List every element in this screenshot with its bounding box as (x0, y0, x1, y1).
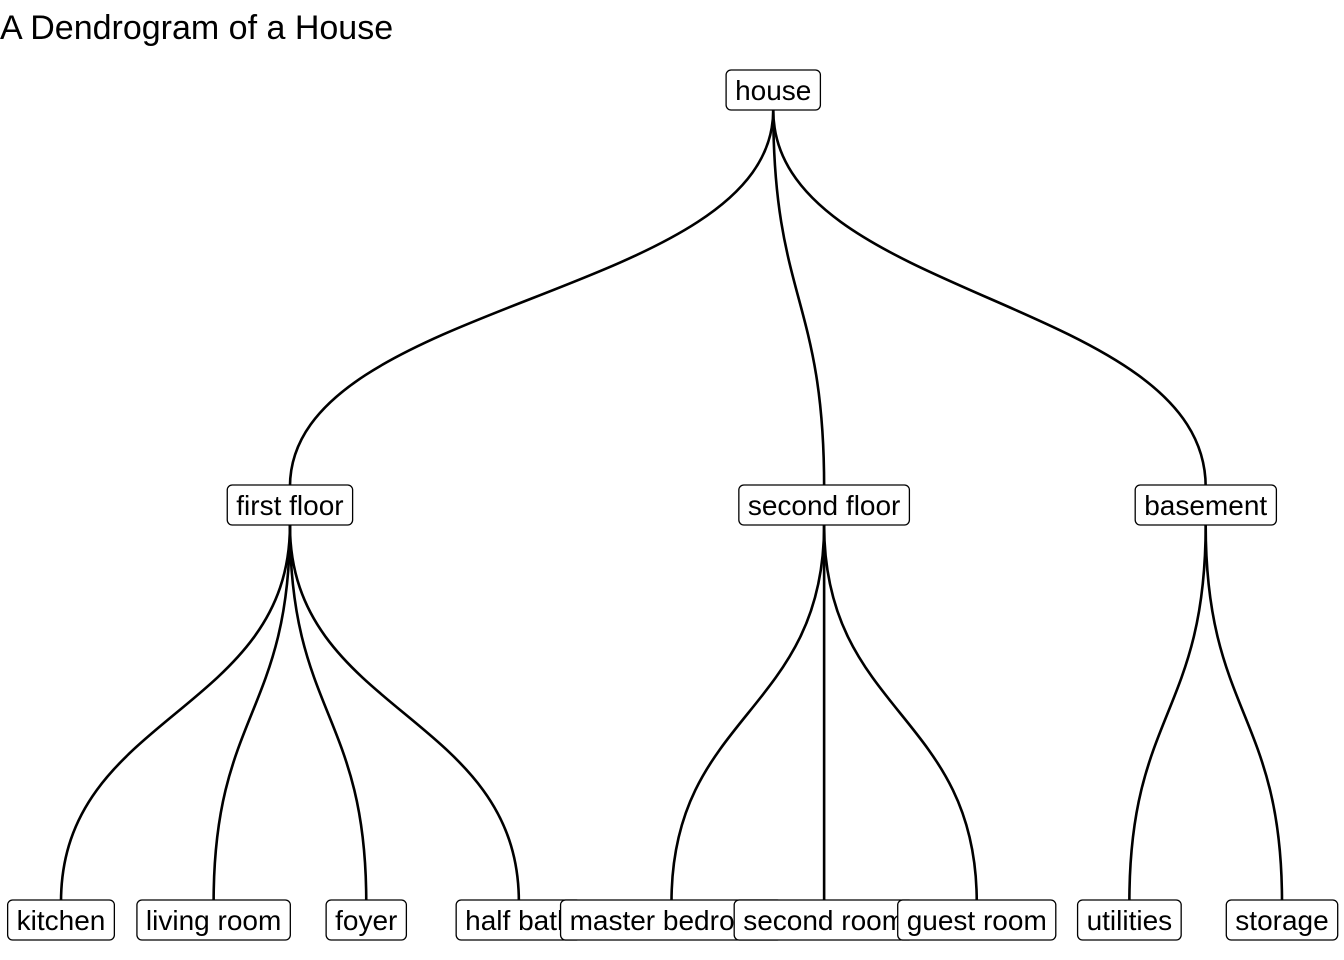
link-second-floor-to-guest-room (822, 524, 979, 903)
node-label-box (1134, 484, 1278, 526)
link-first-floor-to-foyer (288, 524, 368, 903)
link-first-floor-to-living-room (212, 524, 292, 903)
node-label-box (226, 484, 354, 526)
node-label-box (897, 899, 1057, 941)
node-label: foyer (335, 905, 397, 936)
node-guest-room: guest room (897, 899, 1057, 941)
dendrogram-labels: house first floor second floor basement kitc… (6, 69, 1339, 941)
dendrogram-links (59, 109, 1284, 903)
node-label: kitchen (17, 905, 106, 936)
node-label: storage (1235, 905, 1328, 936)
node-label-box (325, 899, 408, 941)
link-first-floor-to-kitchen (59, 524, 292, 903)
node-kitchen: kitchen (6, 899, 116, 941)
node-basement: basement (1134, 484, 1278, 526)
node-label: half bath (465, 905, 572, 936)
node-first-floor: first floor (226, 484, 354, 526)
link-house-to-first-floor (288, 109, 775, 488)
node-house: house (725, 69, 822, 111)
node-label-box (1225, 899, 1339, 941)
node-label: second floor (748, 490, 901, 521)
node-label: second room (743, 905, 905, 936)
node-living-room: living room (136, 899, 291, 941)
node-label: living room (146, 905, 281, 936)
link-first-floor-to-half-bath (288, 524, 521, 903)
link-second-floor-to-master-bedroom (670, 524, 826, 903)
node-label-box (136, 899, 291, 941)
link-basement-to-storage (1204, 524, 1284, 903)
link-house-to-second-floor (771, 109, 826, 488)
diagram-title: A Dendrogram of a House (0, 9, 394, 47)
node-label: utilities (1087, 905, 1173, 936)
node-label: house (735, 75, 811, 106)
node-second-room: second room (733, 899, 915, 941)
node-label-box (1076, 899, 1182, 941)
node-half-bath: half bath (455, 899, 583, 941)
node-label: guest room (907, 905, 1047, 936)
link-house-to-basement (771, 109, 1207, 488)
node-storage: storage (1225, 899, 1339, 941)
node-second-floor: second floor (738, 484, 911, 526)
node-label-box (6, 899, 116, 941)
node-utilities: utilities (1076, 899, 1182, 941)
node-label: basement (1144, 490, 1267, 521)
link-basement-to-utilities (1128, 524, 1207, 903)
node-label-box (725, 69, 822, 111)
node-label-box (738, 484, 911, 526)
node-label: first floor (236, 490, 343, 521)
node-foyer: foyer (325, 899, 408, 941)
